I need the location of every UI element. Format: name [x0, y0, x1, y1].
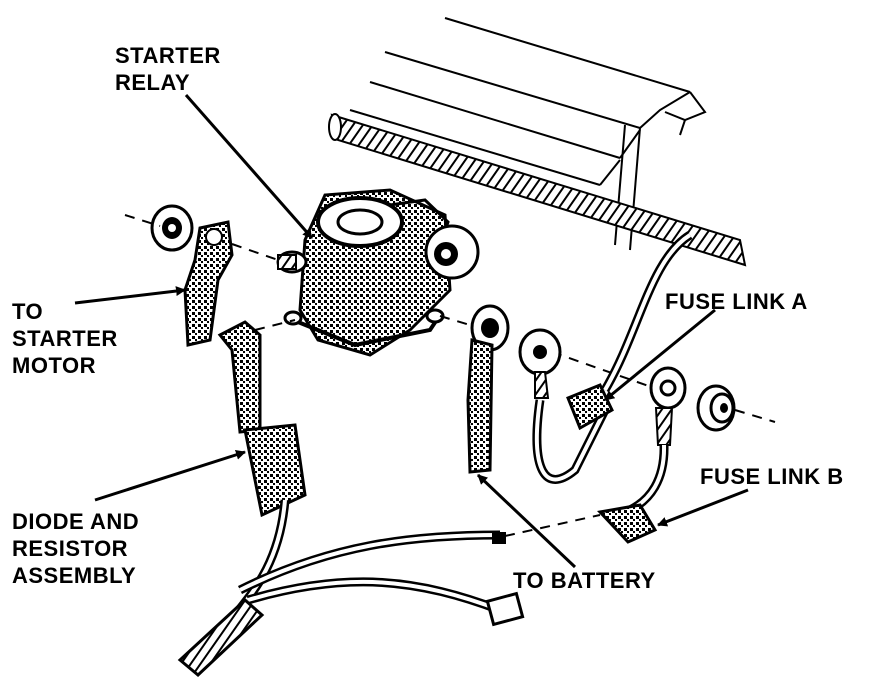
assembly-axis-lines [124, 214, 776, 537]
label-fuse-link-a: FUSE LINK A [665, 289, 808, 314]
fender-edge-trim [328, 113, 747, 267]
arrow-starter-relay [184, 94, 314, 239]
arrow-to-battery [476, 473, 577, 569]
diode-resistor-assembly [177, 320, 525, 678]
label-starter-relay: STARTER RELAY [115, 43, 221, 95]
arrow-diode-resistor [94, 449, 246, 502]
label-diode-resistor-assembly: DIODE AND RESISTOR ASSEMBLY [12, 509, 140, 588]
callout-arrows [74, 94, 749, 569]
label-to-starter-motor: TO STARTER MOTOR [12, 299, 118, 378]
arrow-fuse-link-b [657, 488, 749, 527]
starter-motor-nut [150, 204, 194, 252]
starter-relay [283, 188, 452, 357]
fuse-link-b-nut [696, 384, 736, 432]
label-to-battery: TO BATTERY [513, 568, 656, 593]
label-fuse-link-b: FUSE LINK B [700, 464, 844, 489]
arrow-to-starter-motor [74, 286, 186, 305]
fuse-link-a [518, 231, 693, 484]
relay-terminal-right [424, 224, 480, 280]
starter-motor-cable-terminal [183, 220, 234, 347]
battery-cable-terminal [466, 304, 510, 474]
relay-terminal-left [276, 250, 308, 274]
arrow-fuse-link-a [604, 308, 716, 402]
fuse-link-b [597, 366, 687, 544]
